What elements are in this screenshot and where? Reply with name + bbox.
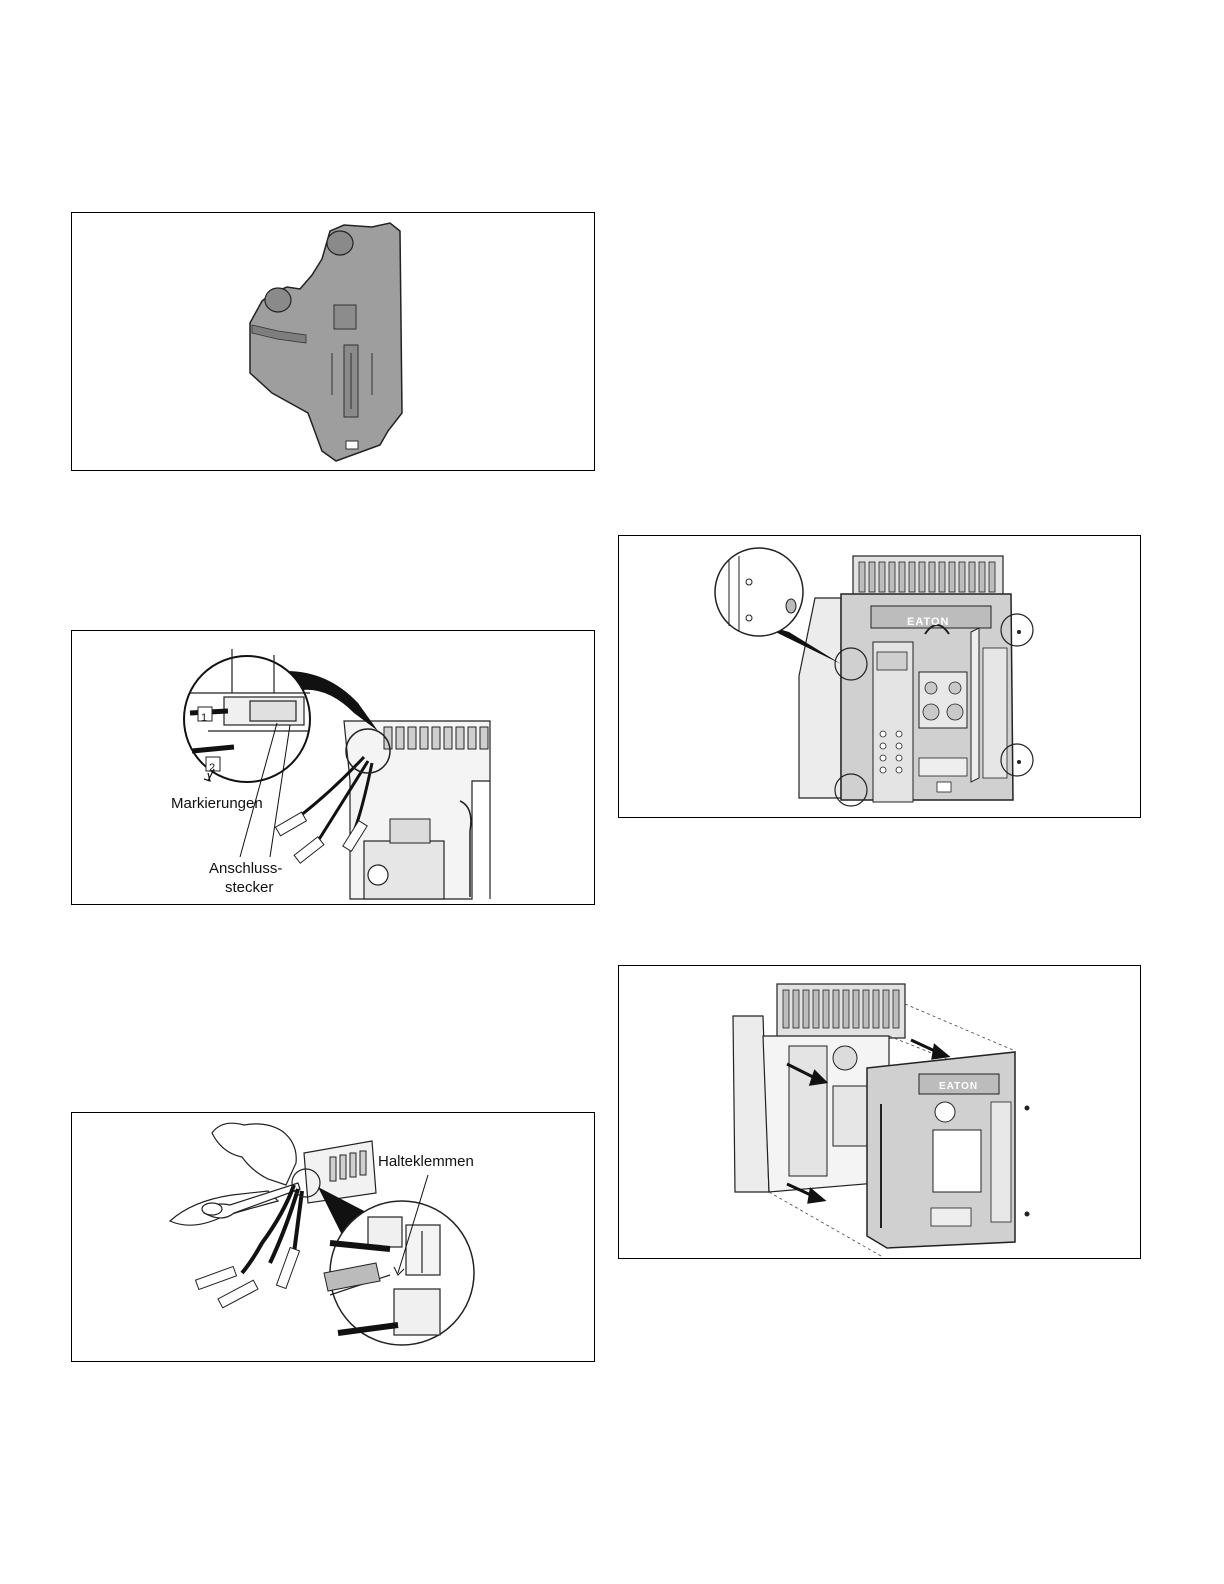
cover-plate-illustration: [72, 213, 595, 471]
retaining-clips-illustration: [72, 1113, 595, 1362]
figure-cover-plate: [71, 212, 595, 471]
figure-breaker-cover-removed: EATON: [618, 965, 1141, 1259]
label-markings: Markierungen: [171, 795, 263, 813]
connector-illustration: [72, 631, 595, 905]
wire-number-2: 2: [209, 759, 215, 777]
label-connector-plug-line2: stecker: [225, 879, 273, 897]
wire-number-1: 1: [201, 709, 207, 727]
breaker-cover-illustration: [619, 966, 1141, 1259]
label-retaining-clips: Halteklemmen: [378, 1153, 474, 1171]
figure-retaining-clips: Halteklemmen: [71, 1112, 595, 1362]
figure-breaker-screws: EATON: [618, 535, 1141, 818]
breaker-screws-illustration: [619, 536, 1141, 818]
brand-logo-cover: EATON: [939, 1078, 978, 1096]
brand-logo: EATON: [907, 613, 950, 631]
label-connector-plug-line1: Anschluss-: [209, 860, 282, 878]
figure-connector-plugs: 1 2 Markierungen Anschluss- stecker: [71, 630, 595, 905]
